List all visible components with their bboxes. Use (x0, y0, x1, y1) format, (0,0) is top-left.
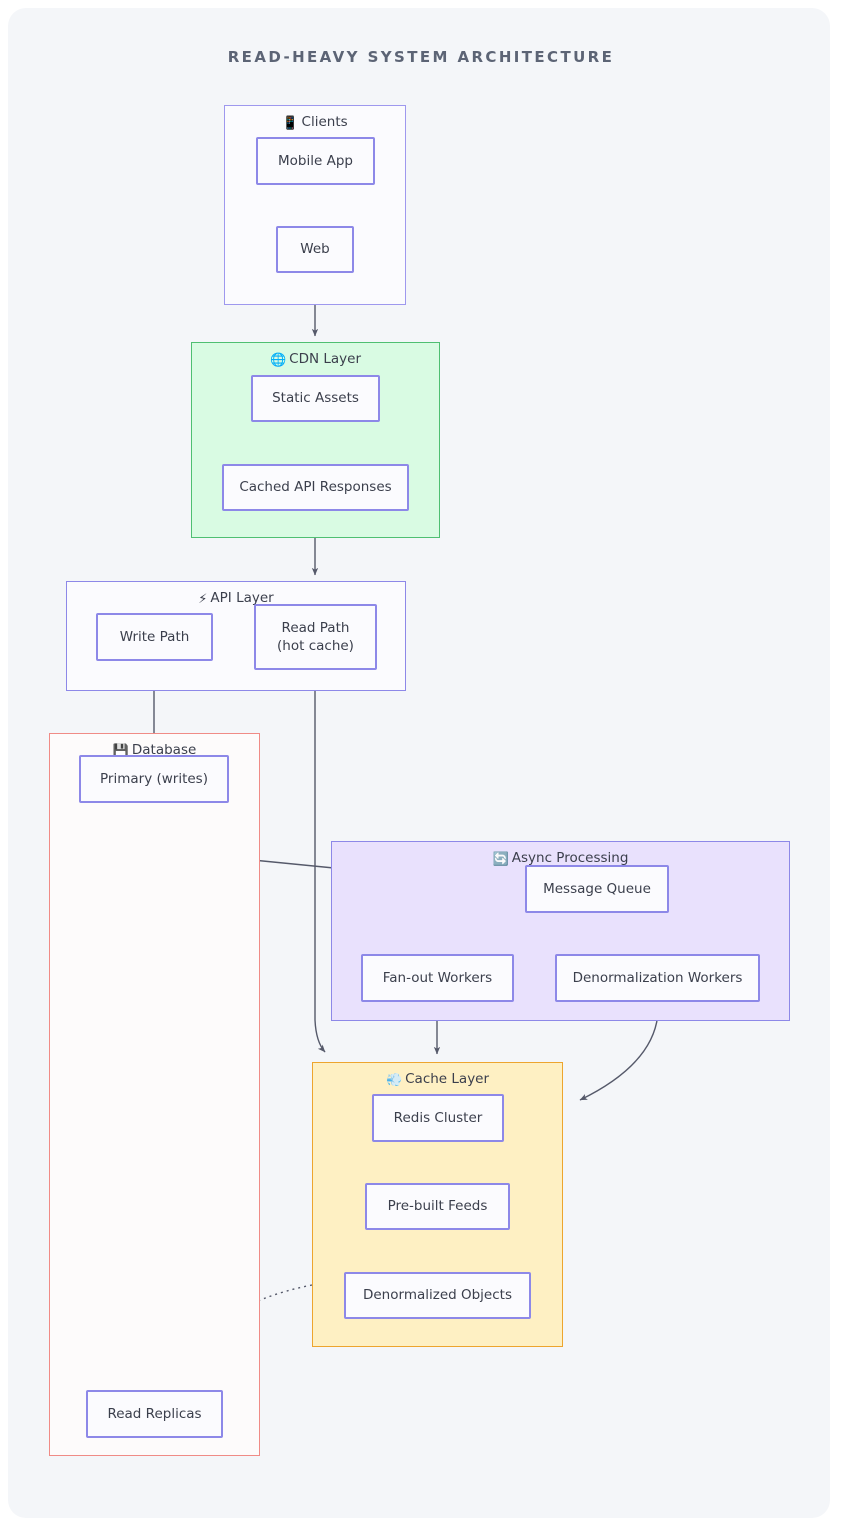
cluster-label-cdn: 🌐CDN Layer (192, 351, 439, 368)
cluster-title-async: Async Processing (511, 850, 629, 866)
node-write-path[interactable]: Write Path (96, 613, 213, 661)
dash-cloud-icon: 💨 (385, 1073, 403, 1088)
node-denormalization-workers[interactable]: Denormalization Workers (555, 954, 760, 1002)
cluster-label-async: 🔄Async Processing (332, 850, 789, 867)
cluster-title-clients: Clients (301, 114, 348, 130)
cluster-clients[interactable]: 📱Clients (224, 105, 406, 305)
lightning-bolt-icon: ⚡ (198, 592, 208, 607)
node-primary-writes[interactable]: Primary (writes) (79, 755, 229, 803)
cluster-label-cache: 💨Cache Layer (313, 1071, 562, 1088)
cluster-title-api: API Layer (210, 590, 274, 606)
cluster-title-cache: Cache Layer (405, 1071, 490, 1087)
mobile-phone-icon: 📱 (282, 116, 299, 131)
node-pre-built-feeds[interactable]: Pre-built Feeds (365, 1183, 510, 1230)
node-read-replicas[interactable]: Read Replicas (86, 1390, 223, 1438)
node-redis-cluster[interactable]: Redis Cluster (372, 1094, 504, 1142)
cluster-label-clients: 📱Clients (225, 114, 405, 131)
cluster-label-api: ⚡API Layer (67, 590, 405, 607)
node-read-path[interactable]: Read Path (hot cache) (254, 604, 377, 670)
edge-readpath-cache (314, 670, 326, 1053)
node-read-path-line1: Read Path (281, 619, 350, 636)
node-web[interactable]: Web (276, 226, 354, 273)
page-title: READ-HEAVY SYSTEM ARCHITECTURE (227, 48, 615, 66)
refresh-icon: 🔄 (492, 852, 509, 867)
node-denormalized-objects[interactable]: Denormalized Objects (344, 1272, 531, 1319)
globe-icon: 🌐 (269, 353, 287, 368)
cluster-database[interactable]: 💾Database (49, 733, 260, 1456)
node-static-assets[interactable]: Static Assets (251, 375, 380, 422)
node-message-queue[interactable]: Message Queue (525, 865, 669, 913)
cluster-title-database: Database (131, 742, 197, 758)
node-mobile-app[interactable]: Mobile App (256, 137, 375, 185)
node-read-path-line2: (hot cache) (277, 638, 354, 654)
node-cached-api-responses[interactable]: Cached API Responses (222, 464, 409, 511)
cluster-title-cdn: CDN Layer (289, 351, 362, 367)
node-fan-out-workers[interactable]: Fan-out Workers (361, 954, 514, 1002)
